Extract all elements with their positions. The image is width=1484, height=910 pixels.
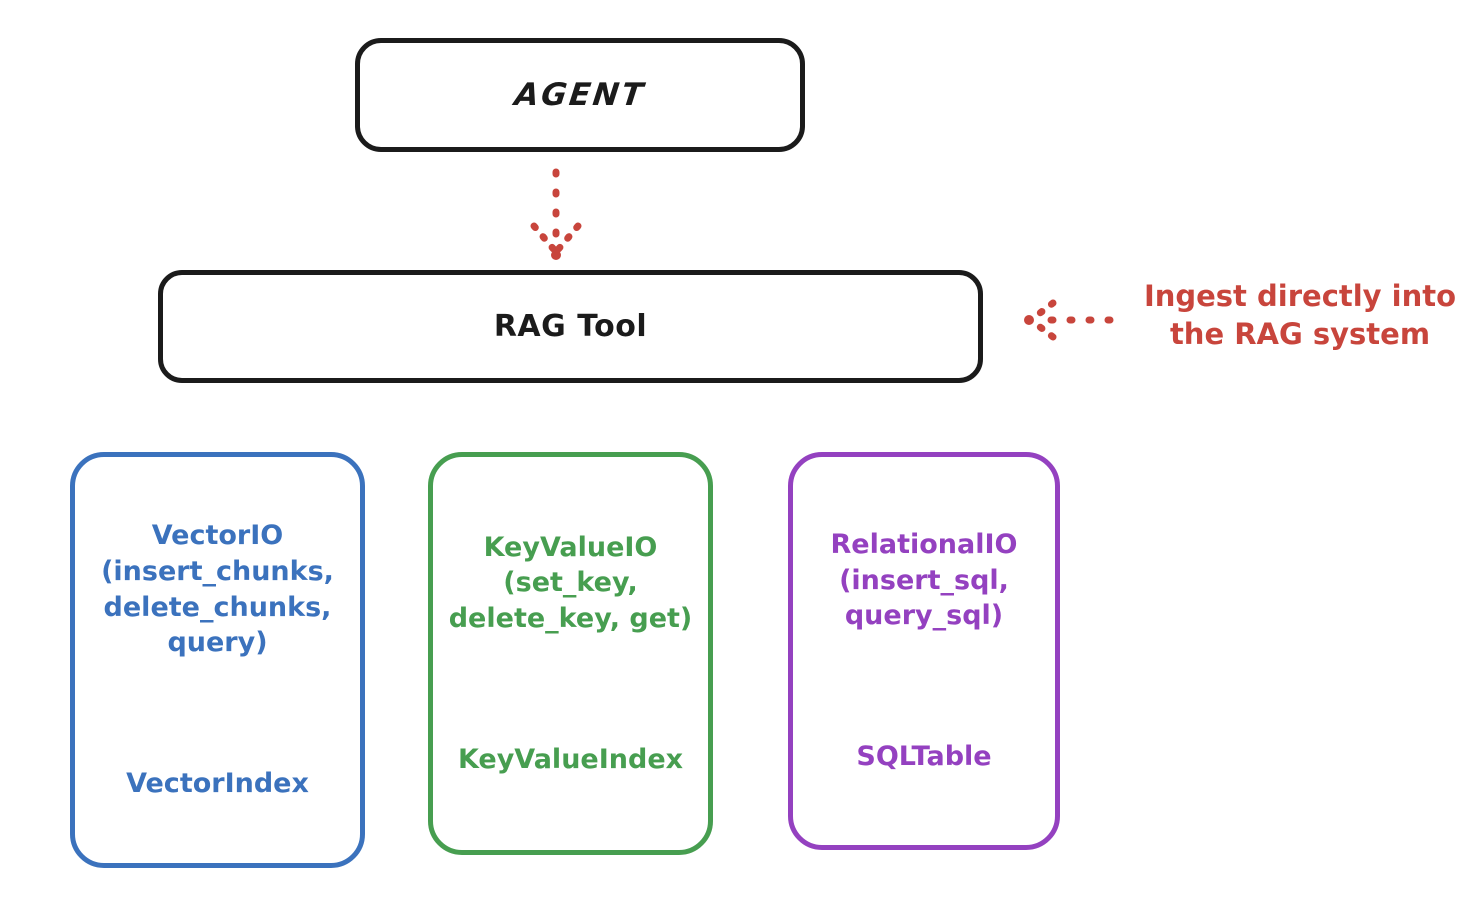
keyvalue-io-spacer	[443, 672, 698, 706]
connector-agent-arrowhead-right	[552, 222, 582, 256]
vector-io-api-label: VectorIO (insert_chunks, delete_chunks, …	[101, 520, 334, 659]
connector-agent-to-rag-tool	[530, 168, 582, 260]
relational-io-index-label: SQLTable	[856, 741, 992, 773]
connector-agent-arrowhead-left	[530, 222, 560, 256]
annotation-ingest-text: Ingest directly into the RAG system	[1143, 279, 1457, 351]
connector-agent-arrow-tip	[551, 250, 561, 260]
node-relational-io[interactable]: RelationalIO (insert_sql, query_sql) SQL…	[788, 452, 1060, 850]
relational-io-api-label: RelationalIO (insert_sql, query_sql)	[830, 529, 1018, 632]
node-keyvalue-io[interactable]: KeyValueIO (set_key, delete_key, get) Ke…	[428, 452, 713, 855]
relational-io-spacer	[803, 670, 1045, 704]
node-keyvalue-io-text: KeyValueIO (set_key, delete_key, get) Ke…	[433, 494, 708, 813]
node-vector-io-text: VectorIO (insert_chunks, delete_chunks, …	[75, 483, 360, 838]
vector-io-spacer	[85, 696, 350, 730]
connector-ingest-to-rag-tool	[1024, 299, 1114, 341]
connector-ingest-arrowhead-bottom	[1027, 316, 1057, 341]
node-relational-io-text: RelationalIO (insert_sql, query_sql) SQL…	[793, 492, 1055, 811]
node-rag-tool[interactable]: RAG Tool	[158, 270, 983, 383]
node-rag-tool-label: RAG Tool	[493, 309, 648, 344]
vector-io-index-label: VectorIndex	[126, 768, 309, 800]
keyvalue-io-api-label: KeyValueIO (set_key, delete_key, get)	[448, 531, 693, 634]
connector-ingest-arrowhead-top	[1027, 299, 1057, 324]
node-vector-io[interactable]: VectorIO (insert_chunks, delete_chunks, …	[70, 452, 365, 868]
node-agent[interactable]: AGENT	[355, 38, 805, 152]
node-agent-label: AGENT	[512, 76, 648, 113]
keyvalue-io-index-label: KeyValueIndex	[457, 743, 684, 775]
connector-ingest-arrow-tip	[1024, 315, 1034, 325]
